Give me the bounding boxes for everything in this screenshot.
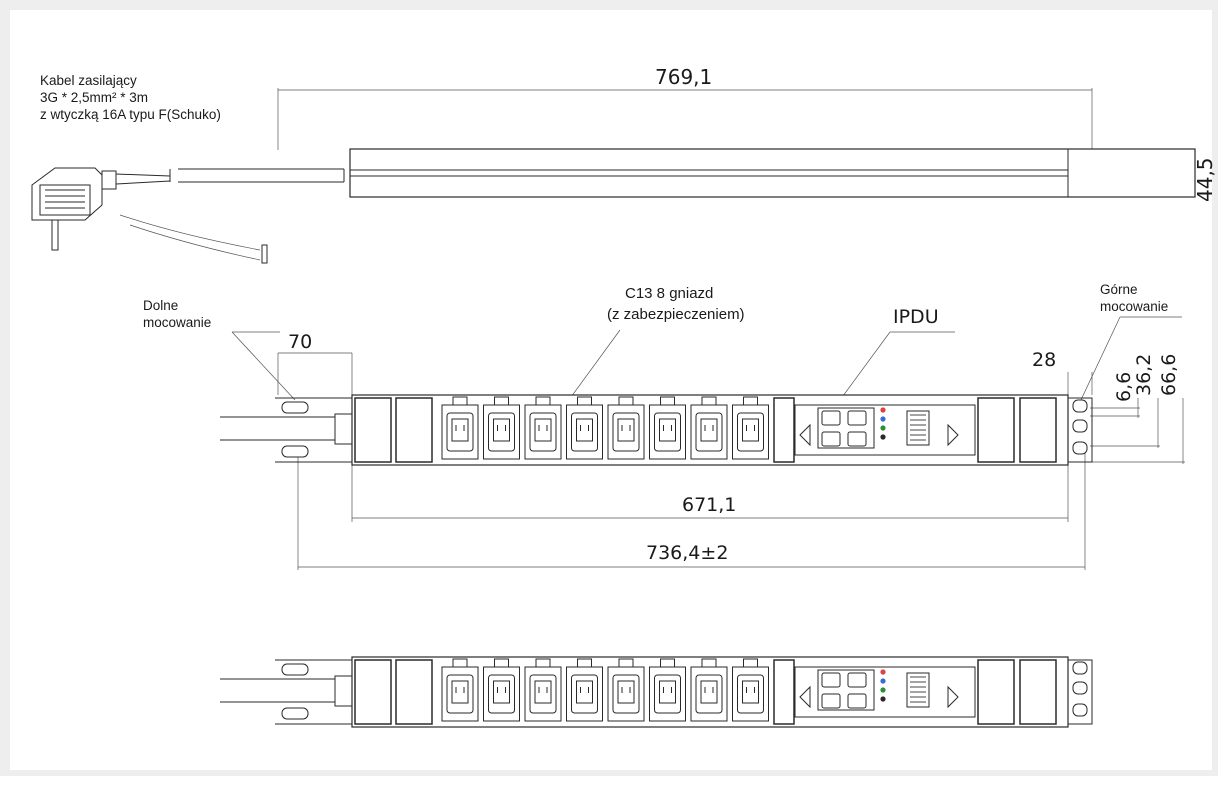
outlet-fuse — [535, 396, 551, 406]
status-led-icon — [880, 678, 886, 684]
outlet-fuse — [743, 658, 758, 668]
outlet-fuse — [660, 658, 675, 668]
outlet-fuse — [494, 396, 509, 406]
end-cap — [1019, 397, 1057, 463]
outlet-pins — [451, 680, 469, 704]
outlet-pins — [742, 418, 759, 442]
outlet-fuse — [701, 658, 717, 668]
network-port-icon — [847, 410, 867, 426]
dim-hole-b: 36,2 — [1133, 353, 1155, 396]
network-port-icon — [847, 431, 867, 447]
outlets-label-2: (z zabezpieczeniem) — [607, 306, 745, 323]
dim-offset-right: 28 — [1032, 349, 1057, 371]
outlet-pins — [617, 680, 635, 704]
end-cap — [395, 659, 433, 725]
mount-hole — [1072, 419, 1088, 433]
status-led-icon — [880, 434, 886, 440]
outlet-fuse — [452, 658, 468, 668]
outlet-fuse — [577, 658, 592, 668]
top-mount-label-1: Górne — [1100, 282, 1138, 297]
status-led-icon — [880, 669, 886, 675]
status-led-icon — [880, 696, 886, 702]
network-port-icon — [847, 693, 867, 709]
cable-label-line1: Kabel zasilający — [40, 73, 137, 88]
end-cap — [395, 397, 433, 463]
network-port-icon — [821, 672, 841, 688]
outlet-fuse — [618, 658, 634, 668]
outlet-fuse — [577, 396, 592, 406]
mount-hole — [1072, 681, 1088, 695]
right-bracket — [1068, 659, 1093, 725]
mount-hole — [1072, 661, 1088, 675]
network-port-icon — [821, 410, 841, 426]
outlet-fuse — [452, 396, 468, 406]
schuko-plug-icon — [31, 167, 268, 264]
dim-body-length: 671,1 — [682, 494, 737, 516]
mount-hole — [281, 663, 309, 676]
dim-offset-left: 70 — [288, 331, 313, 353]
network-port-icon — [821, 431, 841, 447]
end-cap — [977, 397, 1015, 463]
outlet-pins — [534, 680, 552, 704]
pdu-drawing-svg — [31, 88, 1196, 728]
mount-hole — [281, 707, 309, 720]
end-cap — [1019, 659, 1057, 725]
outlet-fuse — [743, 396, 758, 406]
outlets-label-1: C13 8 gniazd — [625, 285, 714, 302]
outlet-pins — [534, 418, 552, 442]
top-mount-label-2: mocowanie — [1100, 299, 1169, 314]
bottom-mount-label-2: mocowanie — [143, 315, 212, 330]
mount-hole — [281, 445, 309, 458]
pdu-top-body — [349, 148, 1196, 198]
status-led-icon — [880, 416, 886, 422]
outlet-pins — [576, 680, 593, 704]
mount-hole — [281, 401, 309, 414]
ipdu-label: IPDU — [893, 306, 939, 328]
outlet-pins — [700, 680, 718, 704]
end-cap — [354, 397, 392, 463]
dim-mount-length: 736,4±2 — [646, 542, 729, 564]
end-cap — [977, 659, 1015, 725]
cable-label-line2: 3G * 2,5mm² * 3m — [40, 90, 149, 105]
mount-hole — [1072, 399, 1088, 413]
mount-hole — [1072, 703, 1088, 717]
outlet-pins — [493, 680, 510, 704]
outlet-fuse — [618, 396, 634, 406]
outlet-pins — [617, 418, 635, 442]
mount-hole — [1072, 441, 1088, 455]
outlet-pins — [700, 418, 718, 442]
status-led-icon — [880, 687, 886, 693]
cable-label-line3: z wtyczką 16A typu F(Schuko) — [40, 107, 221, 122]
network-port-icon — [847, 672, 867, 688]
bottom-mount-label-1: Dolne — [143, 298, 179, 313]
separator — [773, 659, 795, 725]
outlet-fuse — [701, 396, 717, 406]
dim-total-length: 769,1 — [655, 65, 713, 89]
dim-hole-c: 66,6 — [1158, 353, 1180, 396]
status-led-icon — [880, 425, 886, 431]
dim-height: 44,5 — [1193, 157, 1217, 202]
status-led-icon — [880, 407, 886, 413]
outlet-fuse — [535, 658, 551, 668]
outlet-pins — [451, 418, 469, 442]
end-cap — [354, 659, 392, 725]
right-bracket — [1068, 397, 1093, 463]
separator — [773, 397, 795, 463]
outlet-pins — [742, 680, 759, 704]
outlet-pins — [659, 418, 676, 442]
outlet-pins — [576, 418, 593, 442]
outlet-pins — [659, 680, 676, 704]
outlet-pins — [493, 418, 510, 442]
outlet-fuse — [660, 396, 675, 406]
outlet-fuse — [494, 658, 509, 668]
network-port-icon — [821, 693, 841, 709]
